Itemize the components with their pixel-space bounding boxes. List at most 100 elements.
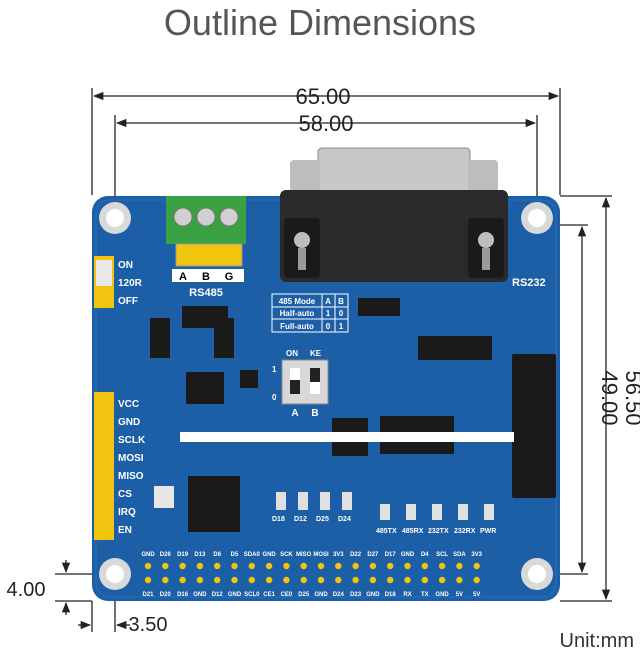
side-pin-mosi: MOSI [118,453,144,464]
gpio-top-label: D26 [160,552,172,558]
gpio-pad [162,576,169,584]
side-pin-labels: VCC GND SCLK MOSI MISO CS IRQ EN [118,399,146,536]
gpio-pad [352,576,359,584]
gpio-pad [283,562,290,570]
gpio-top-label: D19 [177,552,189,558]
gpio-top-label: SDA0 [244,552,261,558]
jumper-label-on: ON [118,260,133,271]
gpio-top-label: D13 [194,552,206,558]
gpio-top-label: D6 [213,552,221,558]
switch-label-b: B [311,408,318,419]
jumper-header-icon [94,256,114,308]
side-pin-cs: CS [118,489,132,500]
connector-label: RS232 [512,277,546,289]
gpio-bottom-label: RX [403,592,411,598]
gpio-pad [387,562,394,570]
terminal-block-icon [166,196,246,267]
gpio-pad [196,576,204,584]
gpio-bottom-label: TX [421,592,429,598]
gpio-pad [179,576,186,584]
gpio-bottom-label: SCL0 [244,592,260,598]
gpio-top-label: D17 [385,552,397,558]
gpio-pad [438,562,446,570]
gpio-top-label: GND [401,552,415,558]
mode-full-a: 0 [326,322,331,331]
gpio-bottom-label: GND [366,592,380,598]
gpio-pad [369,576,377,584]
led-label-485tx: 485TX [376,528,397,535]
gpio-top-label: D5 [231,552,239,558]
d-label-25: D25 [316,516,329,523]
side-pin-vcc: VCC [118,399,139,410]
terminal-pin-g: G [225,271,234,283]
gpio-pad [473,576,480,584]
jumper-label-off: OFF [118,296,138,307]
switch-side-0: 0 [272,393,277,402]
gpio-pad [265,576,273,584]
mode-header-a: A [325,297,331,306]
gpio-top-label: D27 [367,552,379,558]
gpio-pad [248,562,255,570]
gpio-bottom-label: D18 [385,592,397,598]
switch-label-on: ON [286,349,298,358]
side-pin-irq: IRQ [118,507,136,518]
gpio-bottom-label: D25 [298,592,310,598]
dim-hole-spacing-y: 49.00 [597,370,622,425]
gpio-pad [456,576,463,584]
gpio-top-label: D22 [350,552,362,558]
switch-side-1: 1 [272,365,277,374]
gpio-top-label: GND [262,552,276,558]
gpio-top-label: MISO [296,552,312,558]
gpio-pad [231,576,238,584]
switch-label-a: A [291,408,298,419]
gpio-header-pads [144,562,480,584]
gpio-pad [248,576,255,584]
gpio-pad [300,576,307,584]
led-label-485rx: 485RX [402,528,424,535]
gpio-bottom-label: 5V [456,592,463,598]
gpio-pad [162,562,169,570]
gpio-bottom-label: GND [435,592,449,598]
gpio-top-label: SCK [280,552,293,558]
gpio-bottom-label: CE0 [281,592,293,598]
gpio-pad [214,562,221,570]
terminal-pin-b: B [202,271,210,283]
led-label-pwr: PWR [480,528,496,535]
gpio-bottom-label: GND [228,592,242,598]
gpio-pad [300,562,307,570]
passive-components-icon [276,492,494,520]
gpio-top-label: SDA [453,552,466,558]
mode-row-full: Full-auto [280,322,314,331]
gpio-pad [421,562,428,570]
gpio-pad [352,562,359,570]
gpio-bottom-label: CE1 [263,592,275,598]
side-pin-gnd: GND [118,417,140,428]
gpio-pad [231,562,238,570]
gpio-bottom-label: 5V [473,592,480,598]
gpio-top-label: MOSI [313,552,329,558]
gpio-pad [265,562,273,570]
jumper-label-120r: 120R [118,278,143,289]
gpio-pad [214,576,221,584]
mode-header-mode: 485 Mode [279,297,316,306]
mode-table: 485 Mode A B Half-auto 1 0 Full-auto 0 1 [271,293,349,333]
gpio-bottom-label: D16 [177,592,189,598]
dimension-lines [55,88,612,632]
gpio-pad [144,562,152,570]
gpio-pad [317,576,325,584]
gpio-pad [404,576,411,584]
gpio-top-label: D4 [421,552,429,558]
gpio-top-label: GND [141,552,155,558]
page-title: Outline Dimensions [163,2,477,43]
gpio-pad [438,576,446,584]
terminal-pin-a: A [179,271,187,283]
side-pin-sclk: SCLK [118,435,146,446]
crystal-icon [154,486,174,508]
d-label-12: D12 [294,516,307,523]
unit-label: Unit:mm [559,630,634,652]
gpio-pad [317,562,325,570]
led-label-232rx: 232RX [454,528,476,535]
